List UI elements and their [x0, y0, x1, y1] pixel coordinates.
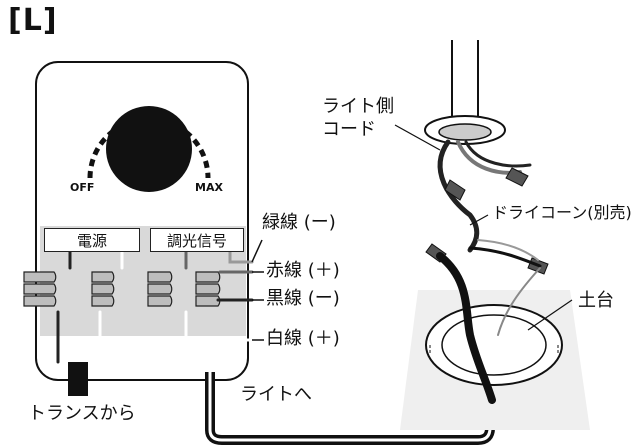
- terminal-block-4: [195, 271, 221, 307]
- dry-cone-label: ドライコーン(別売): [492, 203, 632, 222]
- terminal-block-3: [147, 271, 173, 307]
- base-label: 土台: [578, 290, 614, 311]
- terminal-block-2: [91, 271, 115, 307]
- terminal-block-1: [23, 271, 57, 307]
- figure-title: [L]: [8, 3, 58, 38]
- from-transformer-label: トランスから: [28, 403, 136, 424]
- wire-leaders: [251, 239, 264, 341]
- terminal-power-label: 電源: [44, 228, 140, 252]
- base-ring-inner: [441, 314, 547, 376]
- white-wire-label: 白線 (＋): [266, 328, 340, 349]
- light-cord-label: ライト側 コード: [322, 96, 394, 140]
- dial-scale-arc: [87, 116, 211, 179]
- dial-max-label: MAX: [195, 181, 223, 194]
- fixture-wires: [436, 239, 542, 404]
- light-fixture: [424, 40, 506, 145]
- red-wire-label: 赤線 (＋): [266, 260, 340, 281]
- dial-min-label: OFF: [70, 181, 95, 194]
- transformer-cable: [68, 362, 88, 396]
- dial-knob: [106, 106, 192, 192]
- black-wire-label: 黒線 (ー): [266, 288, 340, 309]
- terminal-dim-label: 調光信号: [150, 228, 244, 252]
- green-wire-label: 緑線 (ー): [262, 212, 336, 233]
- right-leaders: [394, 124, 573, 331]
- internal-wires: [56, 248, 254, 364]
- to-light-label: ライトへ: [240, 384, 312, 405]
